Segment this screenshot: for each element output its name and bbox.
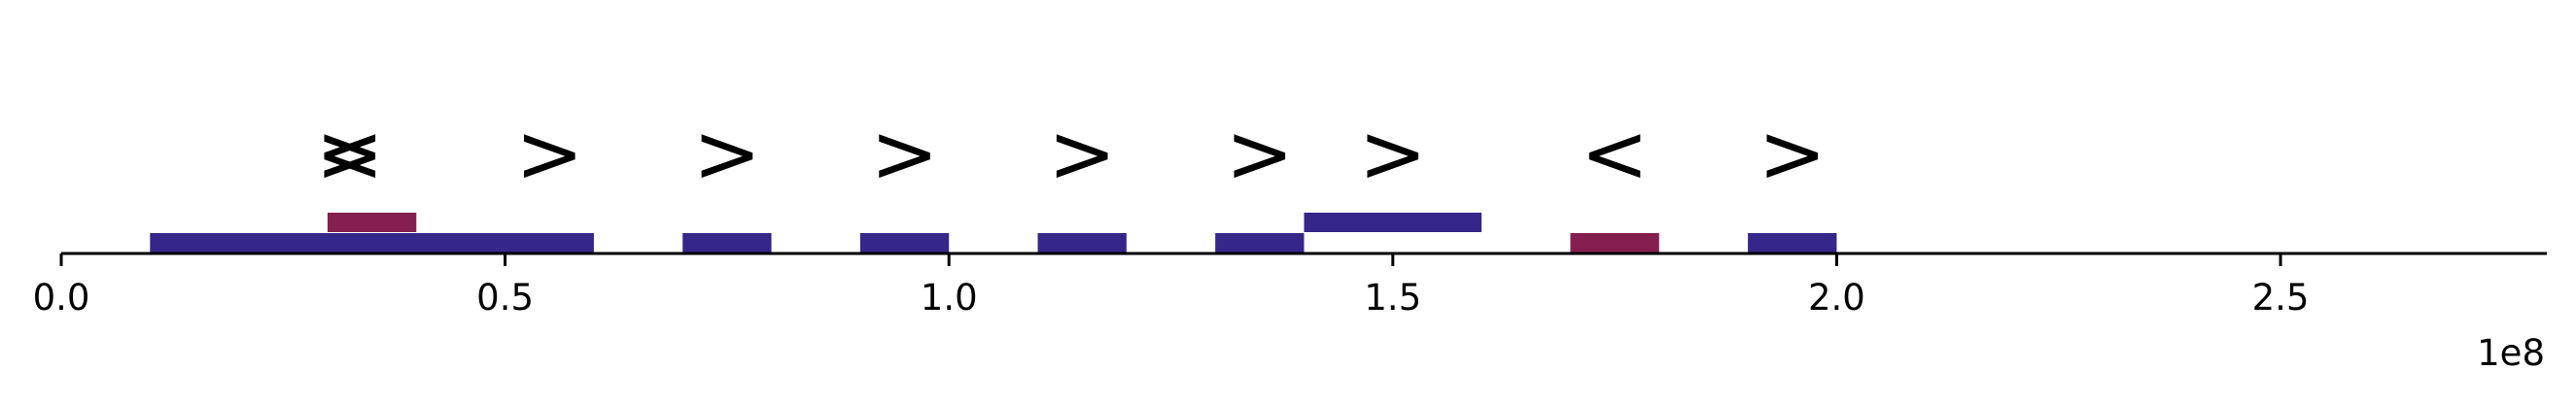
feature-bar-1: [150, 233, 594, 252]
feature-bar-3: [682, 233, 772, 252]
x-axis-ticks: 0.0 0.5 1.0 1.5 2.0 2.5: [33, 253, 2310, 319]
feature-bars: [150, 213, 1837, 252]
feature-bar-9: [1748, 233, 1837, 252]
strand-marker-10: >: [1758, 106, 1827, 201]
x-axis-offset-label: 1e8: [2477, 332, 2545, 374]
feature-bar-6: [1215, 233, 1305, 252]
strand-marker-5: >: [870, 106, 938, 201]
strand-marker-7: >: [1226, 106, 1294, 201]
strand-marker-9: <: [1581, 106, 1649, 201]
x-tick-label-2: 0.5: [476, 277, 534, 319]
feature-bar-7: [1304, 213, 1482, 232]
strand-marker-2: <: [316, 106, 384, 201]
x-tick-label-1: 0.0: [33, 277, 90, 319]
strand-marker-4: >: [693, 106, 761, 201]
x-tick-label-3: 1.0: [921, 277, 978, 319]
feature-bar-4: [859, 233, 950, 252]
feature-bar-2: [327, 213, 417, 232]
feature-bar-8: [1570, 233, 1659, 252]
x-tick-label-4: 1.5: [1364, 277, 1421, 319]
x-tick-label-5: 2.0: [1808, 277, 1865, 319]
strand-marker-6: >: [1048, 106, 1116, 201]
strand-marker-3: >: [515, 106, 583, 201]
strand-marker-8: >: [1359, 106, 1427, 201]
x-tick-label-6: 2.5: [2252, 277, 2310, 319]
feature-bar-5: [1037, 233, 1127, 252]
strand-marker-1: >: [316, 106, 384, 201]
strand-markers: ><>>>>>><>: [316, 106, 1827, 201]
